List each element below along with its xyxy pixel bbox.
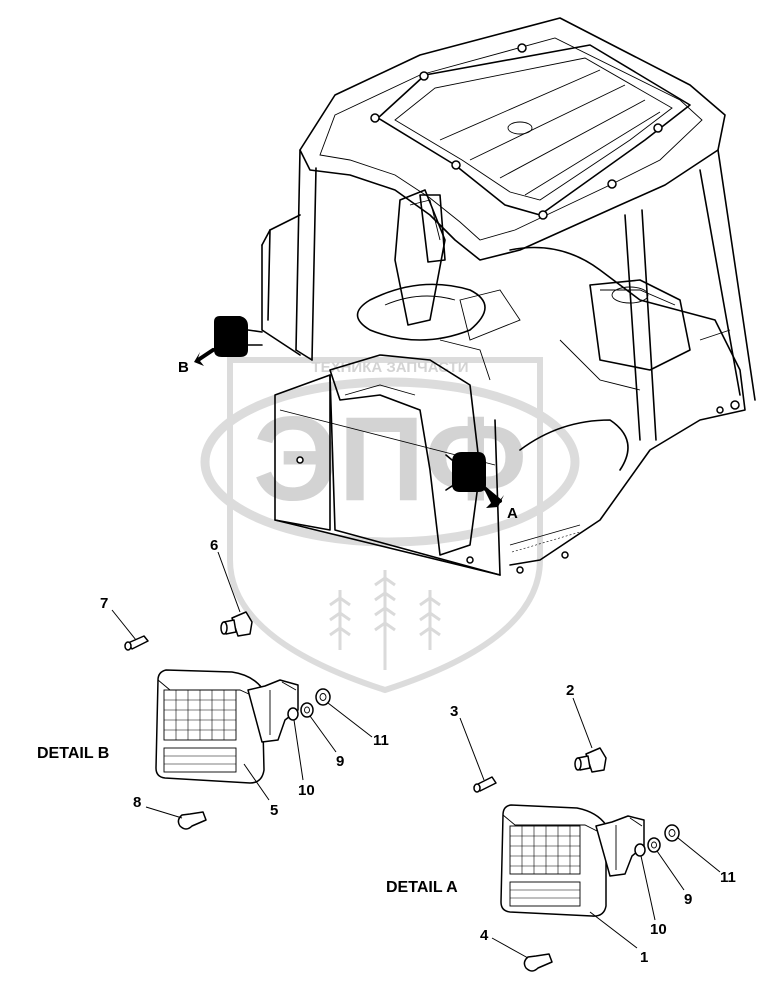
callout-11-a: 11 (720, 869, 736, 886)
watermark-arc-text: ТЕХНИКА ЗАПЧАСТИ (311, 359, 468, 376)
callout-2: 2 (566, 682, 574, 699)
bulb-socket-6-icon (220, 611, 253, 637)
watermark: ЭПФ ТЕХНИКА ЗАПЧАСТИ (200, 357, 580, 694)
callout-10-a: 10 (650, 921, 667, 938)
view-arrow-a-icon (480, 484, 504, 508)
watermark-logo-text: ЭПФ (253, 392, 527, 526)
cab-lamp-b-icon (214, 316, 263, 357)
bulb-8-icon (177, 811, 207, 830)
bulb-4-icon (523, 953, 553, 972)
detail-b-label: DETAIL B (37, 745, 109, 762)
callout-3: 3 (450, 703, 458, 720)
detail-b-assembly (155, 669, 331, 784)
callout-6: 6 (210, 537, 218, 554)
cab-lamp-a-icon (445, 452, 486, 492)
bulb-3-icon (473, 776, 497, 793)
bulb-7-icon (124, 635, 149, 651)
view-label-a: A (507, 505, 518, 522)
callout-9-a: 9 (684, 891, 692, 908)
callout-7: 7 (100, 595, 108, 612)
overhead-guard-cab (261, 17, 756, 576)
detail-a-assembly (500, 804, 680, 917)
callout-9-b: 9 (336, 753, 344, 770)
callout-8: 8 (133, 794, 141, 811)
detail-a-label: DETAIL A (386, 879, 458, 896)
view-arrow-b-icon (194, 348, 215, 366)
callout-4: 4 (480, 927, 489, 944)
view-label-b: B (178, 359, 189, 376)
callout-1: 1 (640, 949, 648, 966)
callout-10-b: 10 (298, 782, 315, 799)
bulb-socket-2-icon (574, 747, 607, 773)
watermark-wheat-icon (329, 570, 441, 670)
callout-5: 5 (270, 802, 278, 819)
callout-11-b: 11 (373, 732, 389, 749)
leader-lines (111, 551, 721, 959)
